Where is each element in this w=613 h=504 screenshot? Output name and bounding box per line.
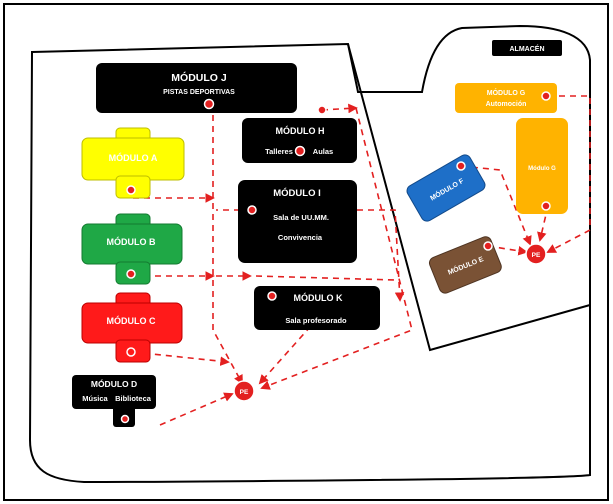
module-i-line1: Sala de UU.MM. <box>273 213 329 222</box>
module-d-title: MÓDULO D <box>91 378 137 389</box>
module-d[interactable]: MÓDULO D Música Biblioteca <box>72 375 156 427</box>
module-almacen-title: ALMACÉN <box>510 44 545 53</box>
module-d-left: Música <box>82 394 108 403</box>
module-d-right: Biblioteca <box>115 394 152 403</box>
exit-marker-j <box>203 98 215 110</box>
module-j-subtitle: PISTAS DEPORTIVAS <box>163 89 235 96</box>
exit-marker-g-top <box>541 91 551 101</box>
module-i[interactable]: MÓDULO I Sala de UU.MM. Convivencia <box>238 180 357 263</box>
module-g-top-title: MÓDULO G <box>487 88 526 97</box>
module-a[interactable]: MÓDULO A <box>81 127 185 199</box>
module-g-top[interactable]: MÓDULO G Automoción <box>455 83 557 113</box>
exit-marker-h <box>294 145 306 157</box>
exit-marker-h-top <box>317 105 327 115</box>
module-c[interactable]: MÓDULO C <box>81 292 183 363</box>
module-c-title: MÓDULO C <box>107 315 156 326</box>
module-i-title: MÓDULO I <box>273 187 321 199</box>
module-k-subtitle: Sala profesorado <box>285 316 347 325</box>
module-h-title: MÓDULO H <box>276 125 325 136</box>
module-a-title: MÓDULO A <box>109 152 158 163</box>
module-g-side-title: Módulo G <box>528 166 556 172</box>
zone-separator <box>347 43 591 352</box>
meeting-point-left-label: PE <box>240 389 249 396</box>
exit-marker-d <box>120 414 130 424</box>
meeting-point-right[interactable]: PE <box>525 243 547 265</box>
meeting-point-left[interactable]: PE <box>233 380 255 402</box>
module-h-right: Aulas <box>313 147 333 156</box>
module-k-title: MÓDULO K <box>294 292 343 303</box>
module-g-side[interactable]: Módulo G <box>516 118 568 214</box>
exit-marker-i <box>247 205 257 215</box>
exit-marker-g-side <box>541 201 551 211</box>
exit-marker-b <box>126 269 136 279</box>
exit-marker-a <box>126 185 136 195</box>
module-g-top-subtitle: Automoción <box>486 101 527 108</box>
exit-marker-c <box>126 347 136 357</box>
module-i-line2: Convivencia <box>278 233 323 242</box>
module-k[interactable]: MÓDULO K Sala profesorado <box>254 286 380 330</box>
module-b[interactable]: MÓDULO B <box>81 213 183 285</box>
module-almacen[interactable]: ALMACÉN <box>492 40 562 56</box>
module-b-title: MÓDULO B <box>107 236 156 247</box>
module-h[interactable]: MÓDULO H Talleres Aulas <box>242 105 357 163</box>
module-e[interactable]: MÓDULO E <box>428 235 503 295</box>
module-h-left: Talleres <box>265 147 293 156</box>
module-j-title: MÓDULO J <box>171 71 227 84</box>
exit-marker-f <box>456 161 466 171</box>
exit-marker-e <box>483 241 493 251</box>
module-f[interactable]: MÓDULO F <box>405 153 487 224</box>
exit-marker-k-top <box>267 291 277 301</box>
meeting-point-right-label: PE <box>532 252 541 259</box>
module-j[interactable]: MÓDULO J PISTAS DEPORTIVAS <box>96 63 297 113</box>
